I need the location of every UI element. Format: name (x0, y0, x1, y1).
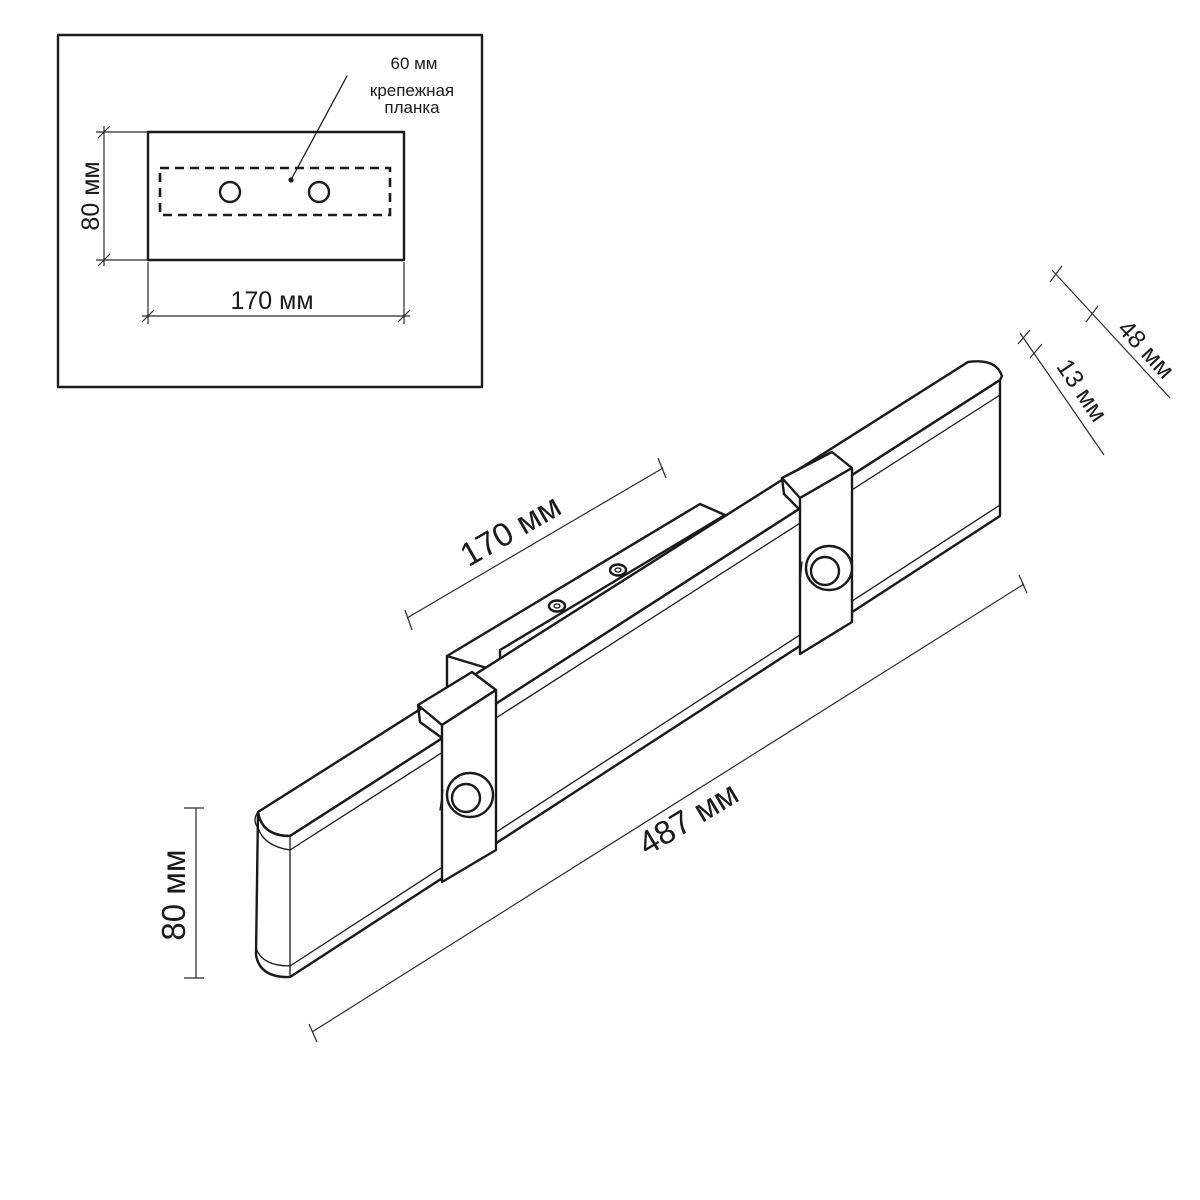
bracket-label-line2: планка (384, 98, 440, 117)
left-clamp (416, 670, 498, 884)
length-label: 487 мм (632, 774, 745, 862)
center-point (288, 177, 294, 183)
inset-width-dimension: 170 мм (141, 262, 411, 324)
bar-bottom-bevel (255, 504, 1001, 967)
inset-width-label: 170 мм (230, 287, 313, 315)
mounting-bracket-outline (158, 166, 392, 217)
inset-panel: 60 мм крепежная планка 80 мм 170 мм (56, 33, 484, 389)
lamp-isometric (254, 360, 1004, 979)
depth-front-dimension: 13 мм (1017, 329, 1113, 456)
depth-total-label: 48 мм (1112, 315, 1180, 385)
leader-line (291, 75, 348, 179)
bar-top-bevel (257, 394, 1001, 851)
right-knob (804, 544, 854, 592)
screw-hole-left (218, 180, 242, 204)
base-width-label: 170 мм (454, 487, 567, 574)
bar-front-face (254, 378, 1002, 979)
left-knob (445, 771, 495, 819)
inset-height-label: 80 мм (77, 161, 105, 230)
inset-height-dimension: 80 мм (77, 125, 148, 267)
wall-plate (146, 130, 406, 262)
bar-top-face (256, 360, 1004, 838)
screw-hole-right (307, 180, 331, 204)
point-label: 60 мм (390, 54, 437, 73)
height-label: 80 мм (155, 849, 192, 940)
bracket-label-line1: крепежная (370, 81, 454, 100)
inset-frame (56, 33, 484, 389)
right-clamp (780, 450, 854, 656)
height-dimension: 80 мм (155, 807, 204, 979)
